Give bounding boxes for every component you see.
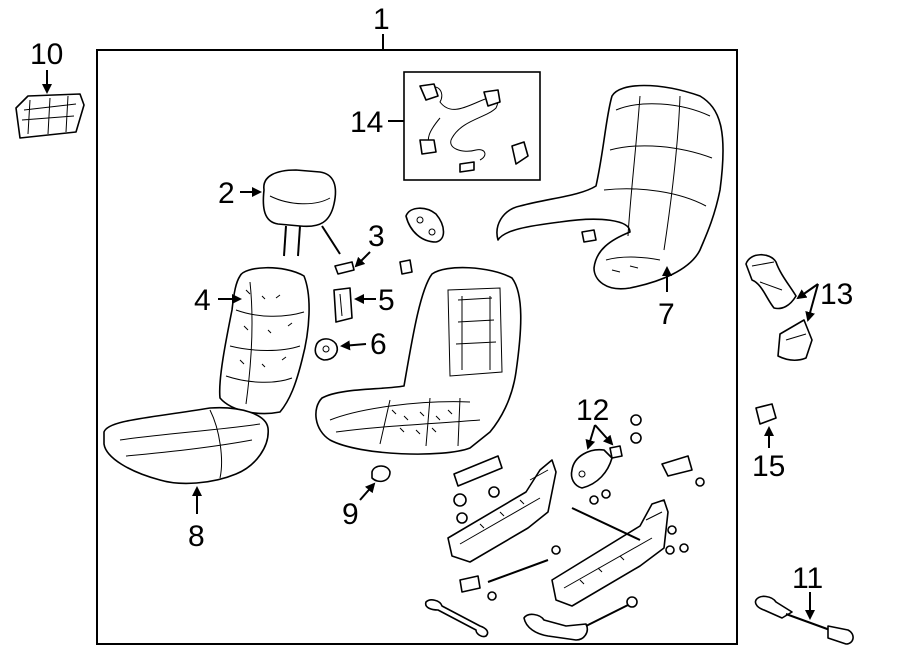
callout-7: 7: [658, 298, 675, 331]
part-15-cap: [755, 403, 777, 425]
callout-14: 14: [350, 106, 383, 139]
callout-8: 8: [188, 520, 205, 553]
part-6-lever: [314, 338, 339, 361]
part-12-bracket: [570, 445, 623, 489]
callout-9: 9: [342, 498, 359, 531]
callout-3: 3: [368, 220, 385, 253]
part-13-side-covers: [745, 253, 813, 361]
callout-2: 2: [218, 177, 235, 210]
part-7-seatback-shell: [496, 84, 724, 290]
callout-10: 10: [30, 38, 63, 71]
callout-4: 4: [194, 284, 211, 317]
callout-5: 5: [378, 284, 395, 317]
part-11-cable: [754, 595, 854, 645]
callout-1: 1: [373, 3, 390, 36]
seat-track-assembly: [447, 414, 705, 607]
assembly-frame: [96, 49, 738, 645]
callout-6: 6: [370, 328, 387, 361]
seat-frame-assembly: [315, 266, 522, 455]
part-14-wiring-harness: [419, 83, 529, 173]
callout-13: 13: [820, 278, 853, 311]
release-cable: [424, 596, 638, 641]
part-5-cover: [333, 287, 353, 323]
part-10-trim: [15, 93, 85, 139]
callout-15: 15: [752, 450, 785, 483]
part-4-seatback-cover: [218, 266, 310, 415]
callout-12: 12: [576, 394, 609, 427]
clip-parts: [399, 207, 445, 275]
part-3-guide: [334, 261, 355, 275]
part-9-knob: [371, 465, 391, 483]
part-14-harness-box: [403, 71, 541, 181]
part-2-headrest: [262, 169, 341, 257]
callout-11: 11: [792, 562, 823, 595]
part-8-cushion-cover: [103, 406, 269, 485]
